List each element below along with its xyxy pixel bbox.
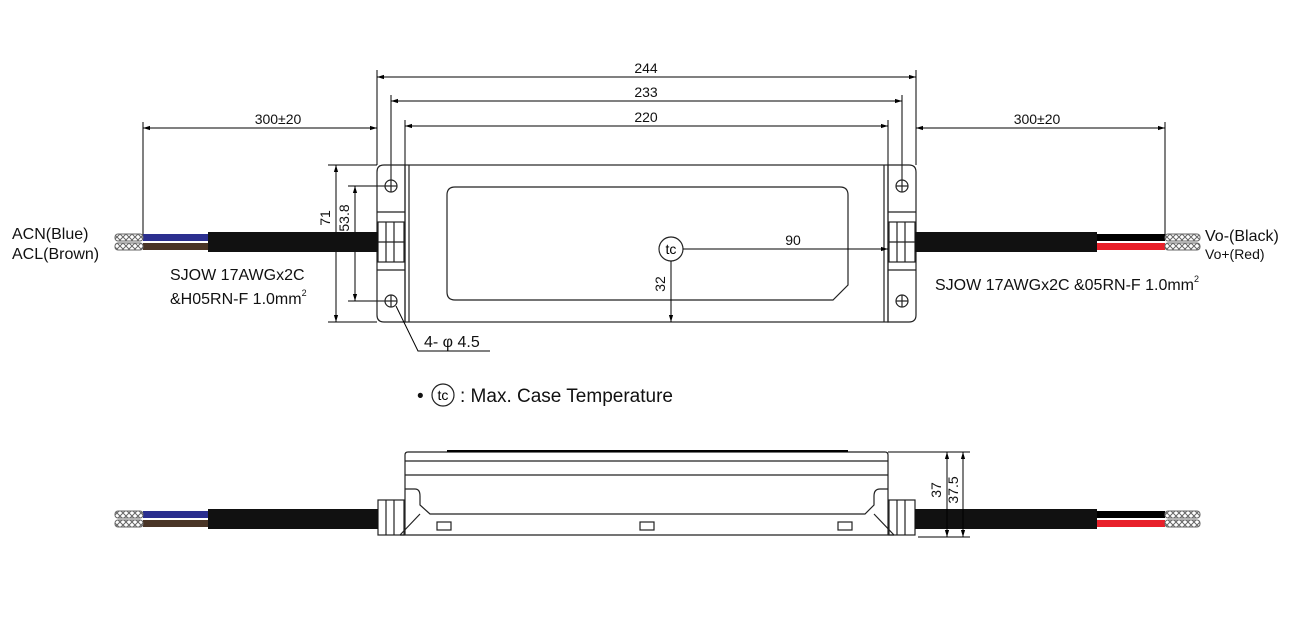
dim-overall-width: 71 bbox=[317, 210, 333, 226]
dim-height-body: 37 bbox=[928, 482, 944, 498]
dim-hole-pitch-length: 233 bbox=[634, 84, 658, 100]
dim-tc-x: 90 bbox=[785, 232, 801, 248]
legend-tc-symbol: tc bbox=[438, 387, 449, 403]
wire-strip bbox=[1164, 233, 1201, 242]
side-gland-right bbox=[888, 499, 916, 536]
mounting-hole-icon bbox=[384, 179, 909, 308]
dim-body-length: 220 bbox=[634, 109, 658, 125]
cable-output bbox=[915, 232, 1097, 252]
cable-input bbox=[208, 232, 378, 252]
wire-brown bbox=[143, 243, 208, 250]
legend: • tc : Max. Case Temperature bbox=[417, 383, 673, 407]
legend-bullet: • bbox=[417, 386, 424, 407]
cable-spec-right: SJOW 17AWGx2C &05RN-F 1.0mm2 bbox=[935, 274, 1199, 294]
hole-leader bbox=[395, 305, 490, 352]
label-vo-neg: Vo-(Black) bbox=[1205, 228, 1279, 245]
dim-tc-y: 32 bbox=[652, 276, 668, 292]
side-slot bbox=[639, 521, 655, 531]
side-view: 37 37.5 bbox=[114, 450, 1201, 538]
tc-symbol: tc bbox=[666, 241, 677, 257]
right-flange-slots bbox=[888, 211, 916, 271]
wire-blue bbox=[143, 234, 208, 241]
case-body bbox=[404, 164, 889, 323]
legend-text: : Max. Case Temperature bbox=[460, 386, 673, 407]
top-view: 244 233 220 300±20 300±20 71 53.8 bbox=[12, 60, 1279, 352]
dim-hole-pitch-width: 53.8 bbox=[336, 204, 352, 231]
dim-hole-spec: 4- φ 4.5 bbox=[424, 334, 480, 351]
side-cable-input bbox=[208, 509, 378, 529]
dim-cable-length-right: 300±20 bbox=[1014, 111, 1061, 127]
dim-overall-length: 244 bbox=[634, 60, 658, 76]
left-flange-slots bbox=[377, 211, 405, 271]
cable-spec-left-1: SJOW 17AWGx2C bbox=[170, 267, 305, 284]
dim-cable-length-left: 300±20 bbox=[255, 111, 302, 127]
cable-gland-right bbox=[888, 221, 916, 263]
label-vo-pos: Vo+(Red) bbox=[1205, 246, 1265, 262]
wire-strip bbox=[114, 233, 144, 242]
wire-black bbox=[1097, 234, 1165, 241]
wire-strip bbox=[1164, 242, 1201, 251]
side-cable-output bbox=[915, 509, 1097, 529]
dim-height-overall: 37.5 bbox=[945, 476, 961, 503]
tc-legend-icon bbox=[431, 383, 455, 407]
side-slot bbox=[837, 521, 853, 531]
side-gland-left bbox=[377, 499, 405, 536]
cable-gland-left bbox=[377, 221, 405, 263]
side-slot bbox=[436, 521, 452, 531]
cable-spec-left-2: &H05RN-F 1.0mm2 bbox=[170, 288, 307, 308]
wire-strip bbox=[114, 242, 144, 251]
right-flange bbox=[887, 164, 917, 323]
label-acl: ACL(Brown) bbox=[12, 246, 99, 263]
wire-red bbox=[1097, 243, 1165, 250]
label-acn: ACN(Blue) bbox=[12, 226, 88, 243]
label-window bbox=[446, 186, 849, 301]
